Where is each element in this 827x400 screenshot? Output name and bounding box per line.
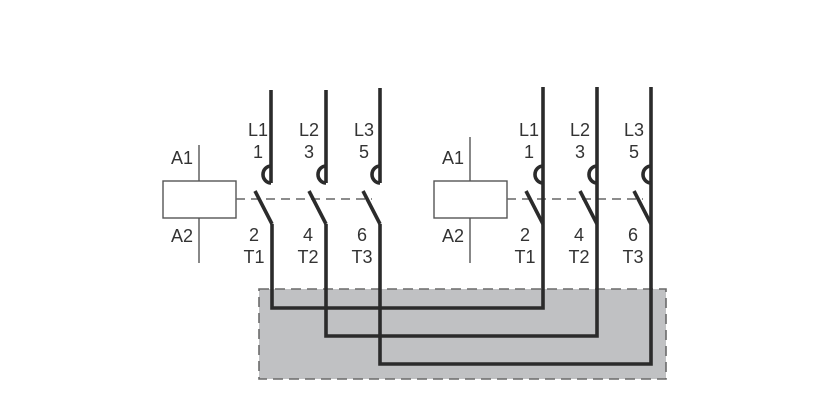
k2-pole-2-in-terminal: 3: [575, 142, 585, 162]
k2-coil-a1-label: A1: [442, 148, 464, 168]
k1-pole-1-fixed-contact: [261, 164, 272, 185]
k2-pole-2-load-label: T2: [568, 247, 589, 267]
k1-coil-a2-label: A2: [171, 226, 193, 246]
k1-pole-2-line-label: L2: [299, 120, 319, 140]
interconnect-t1-to-l1: [270, 183, 545, 310]
k2-pole-1-in-terminal: 1: [524, 142, 534, 162]
k1-pole-3-load-label: T3: [351, 247, 372, 267]
k1-pole-1: L1 1 2 T1: [243, 90, 274, 267]
k1-pole-1-in-terminal: 1: [253, 142, 263, 162]
k2-pole-1-blade: [524, 190, 545, 225]
k2-pole-2: L2 3 4 T2: [568, 87, 599, 267]
k2-pole-3-fixed-contact: [641, 164, 652, 185]
contactor-k2: A1 A2 L1 1 2 T1 L2 3 4 T2 L3: [433, 87, 653, 267]
k2-pole-1-out-terminal: 2: [520, 225, 530, 245]
k1-pole-2-load-label: T2: [297, 247, 318, 267]
k1-pole-2-blade: [307, 190, 328, 225]
interconnect-t3-to-l3: [378, 183, 653, 366]
k2-pole-2-blade: [578, 190, 599, 225]
k2-pole-1-line-label: L1: [519, 120, 539, 140]
k1-pole-1-out-terminal: 2: [249, 225, 259, 245]
k2-pole-3-line-label: L3: [624, 120, 644, 140]
k1-pole-3-out-terminal: 6: [357, 225, 367, 245]
k1-pole-3-fixed-contact: [370, 164, 381, 185]
k2-pole-3-blade: [632, 190, 653, 225]
k2-pole-1-fixed-contact: [533, 164, 544, 185]
k2-pole-2-line-label: L2: [570, 120, 590, 140]
k2-pole-1: L1 1 2 T1: [514, 87, 545, 267]
k1-pole-1-blade: [253, 190, 274, 225]
interconnect-t2-to-l2: [324, 183, 599, 338]
k2-pole-3-load-label: T3: [622, 247, 643, 267]
k2-coil-a2-label: A2: [442, 226, 464, 246]
k1-pole-1-load-label: T1: [243, 247, 264, 267]
k2-coil: [433, 180, 508, 219]
k1-pole-3-line-label: L3: [354, 120, 374, 140]
k1-pole-2-fixed-contact: [316, 164, 327, 185]
k1-coil: [162, 180, 237, 219]
k2-pole-3: L3 5 6 T3: [622, 87, 653, 267]
k1-pole-2-out-terminal: 4: [303, 225, 313, 245]
contactor-k1: A1 A2 L1 1 2 T1 L2 3 4 T2 L3: [162, 88, 382, 267]
k1-pole-3: L3 5 6 T3: [351, 88, 382, 267]
k1-pole-3-in-terminal: 5: [359, 142, 369, 162]
k2-pole-2-fixed-contact: [587, 164, 598, 185]
k1-pole-2-in-terminal: 3: [304, 142, 314, 162]
k1-pole-3-blade: [361, 190, 382, 225]
k1-pole-1-line-label: L1: [248, 120, 268, 140]
k2-pole-2-out-terminal: 4: [574, 225, 584, 245]
k2-pole-1-load-label: T1: [514, 247, 535, 267]
k1-coil-a1-label: A1: [171, 148, 193, 168]
k2-pole-3-out-terminal: 6: [628, 225, 638, 245]
k2-pole-3-in-terminal: 5: [629, 142, 639, 162]
k1-pole-2: L2 3 4 T2: [297, 90, 328, 267]
